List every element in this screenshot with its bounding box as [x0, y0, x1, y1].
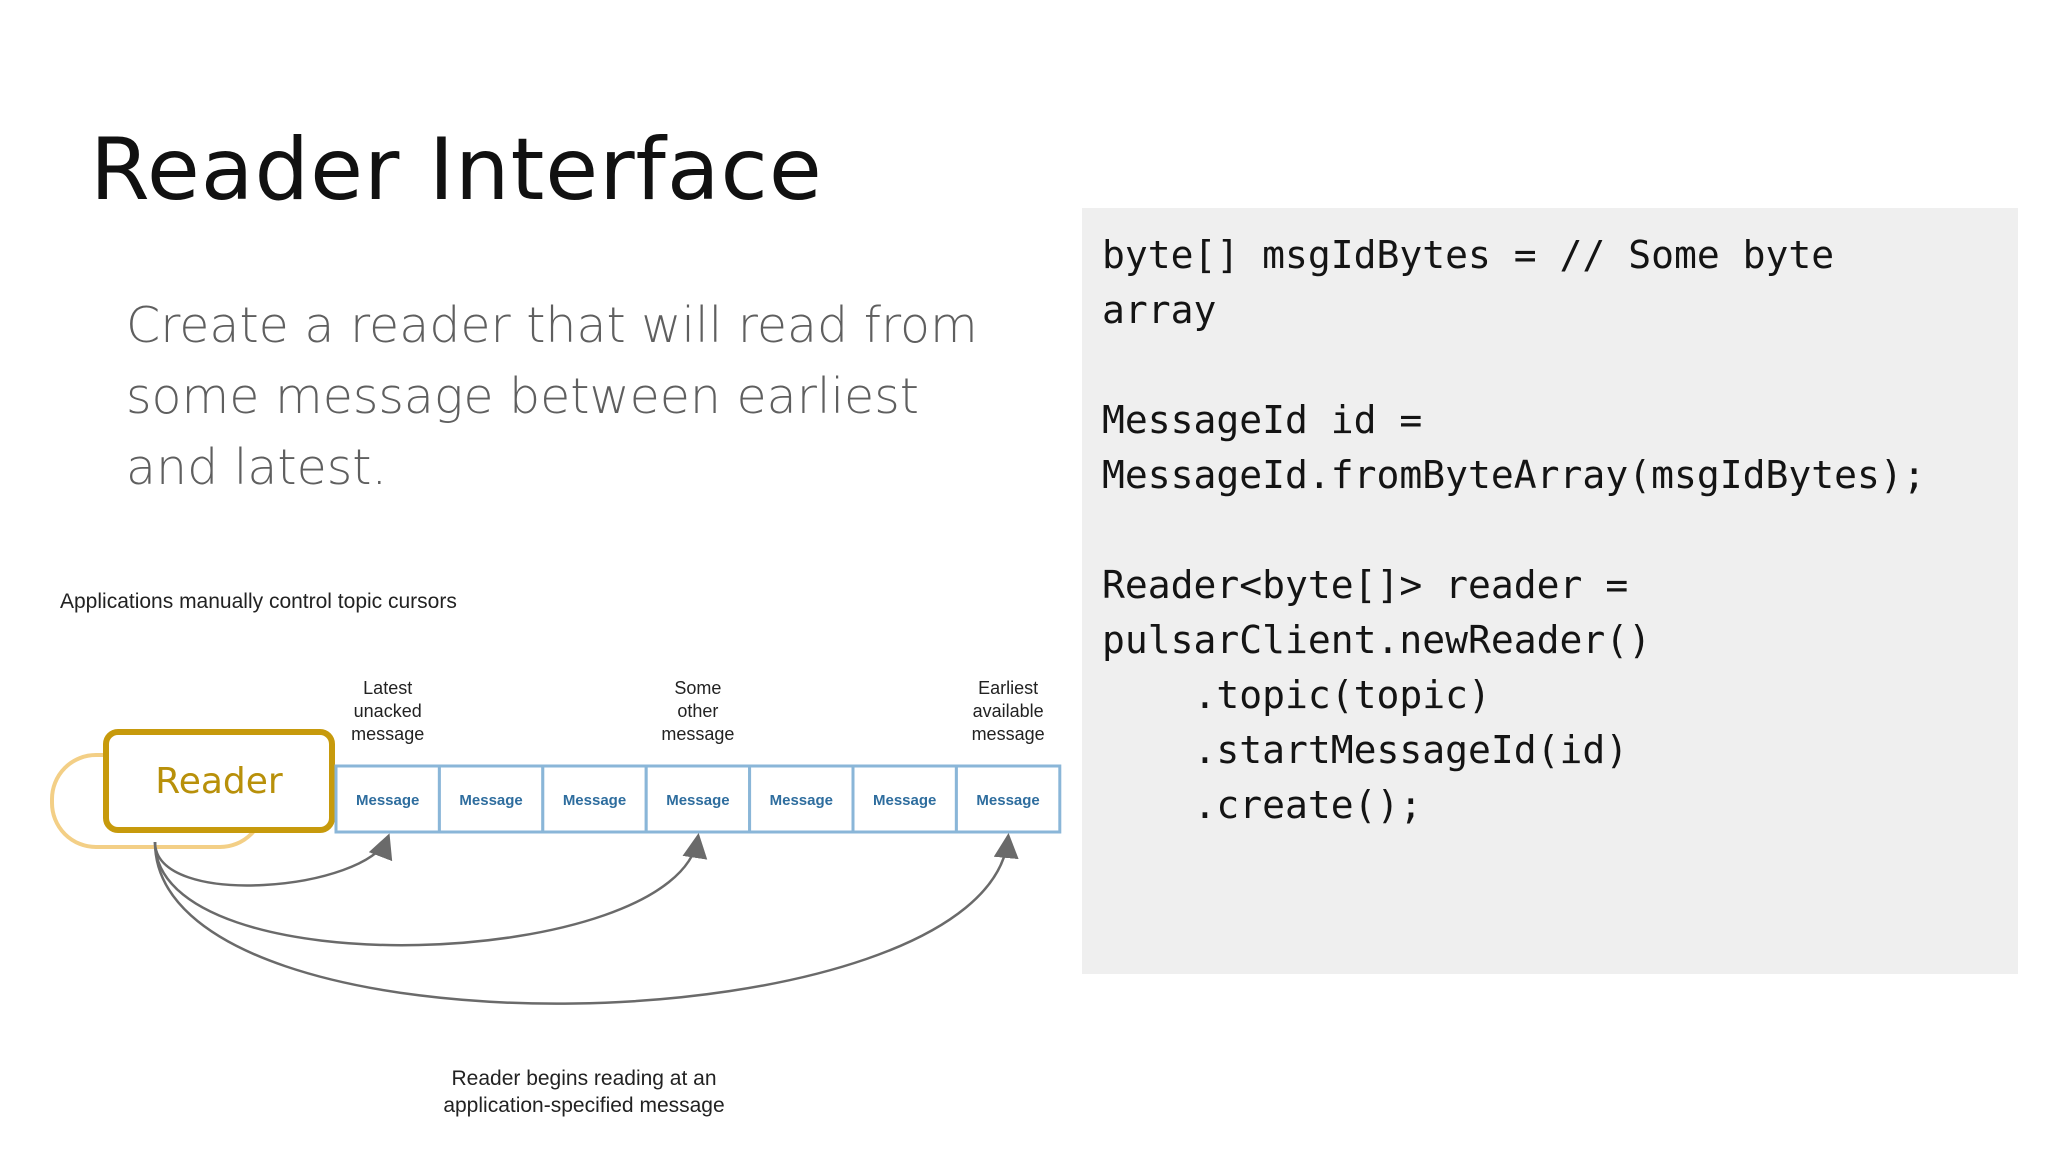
code-line: .create(); [1102, 783, 1423, 827]
message-cell [954, 764, 1062, 834]
message-label: Message [976, 792, 1039, 809]
message-label: Message [563, 792, 626, 809]
reader-box [103, 729, 335, 833]
code-panel: byte[] msgIdBytes = // Some byte array M… [1082, 208, 2018, 974]
message-label: Message [666, 792, 729, 809]
code-line: array [1102, 288, 1217, 332]
code-block: byte[] msgIdBytes = // Some byte array M… [1102, 228, 1926, 833]
message-cell [644, 764, 752, 834]
diagram-footer-line: Reader begins reading at an [451, 1067, 716, 1090]
code-line: Reader<byte[]> reader = [1102, 563, 1629, 607]
code-line: pulsarClient.newReader() [1102, 618, 1652, 662]
reader-diagram: Applications manually control topic curs… [50, 590, 1062, 1117]
message-label: Message [356, 792, 419, 809]
marker-label: other [677, 701, 718, 721]
reader-label: Reader [155, 761, 283, 802]
marker-label: unacked [354, 701, 422, 721]
diagram-footer-line: application-specified message [443, 1094, 724, 1117]
message-cell [748, 764, 855, 834]
slide-body-text: Create a reader that will read from some… [126, 297, 978, 496]
marker-label: Some [674, 678, 721, 698]
message-label: Message [770, 792, 833, 809]
marker-label: message [351, 724, 424, 744]
code-line: MessageId.fromByteArray(msgIdBytes); [1102, 453, 1926, 497]
cursor-arrow [153, 833, 393, 887]
slide-title: Reader Interface [90, 120, 823, 220]
cursor-arrow [153, 833, 1019, 1005]
marker-label: message [972, 724, 1045, 744]
marker-label: Latest [363, 678, 412, 698]
message-cell [334, 764, 441, 834]
marker-label: available [973, 701, 1044, 721]
marker-label: message [661, 724, 734, 744]
code-line: .topic(topic) [1102, 673, 1491, 717]
code-line: MessageId id = [1102, 398, 1423, 442]
code-line: .startMessageId(id) [1102, 728, 1629, 772]
cursor-arrow [153, 833, 708, 947]
marker-label: Earliest [978, 678, 1038, 698]
diagram-caption: Applications manually control topic curs… [60, 590, 457, 613]
code-line: byte[] msgIdBytes = // Some byte [1102, 233, 1835, 277]
message-cell [851, 764, 958, 834]
message-label: Message [459, 792, 522, 809]
message-label: Message [873, 792, 936, 809]
